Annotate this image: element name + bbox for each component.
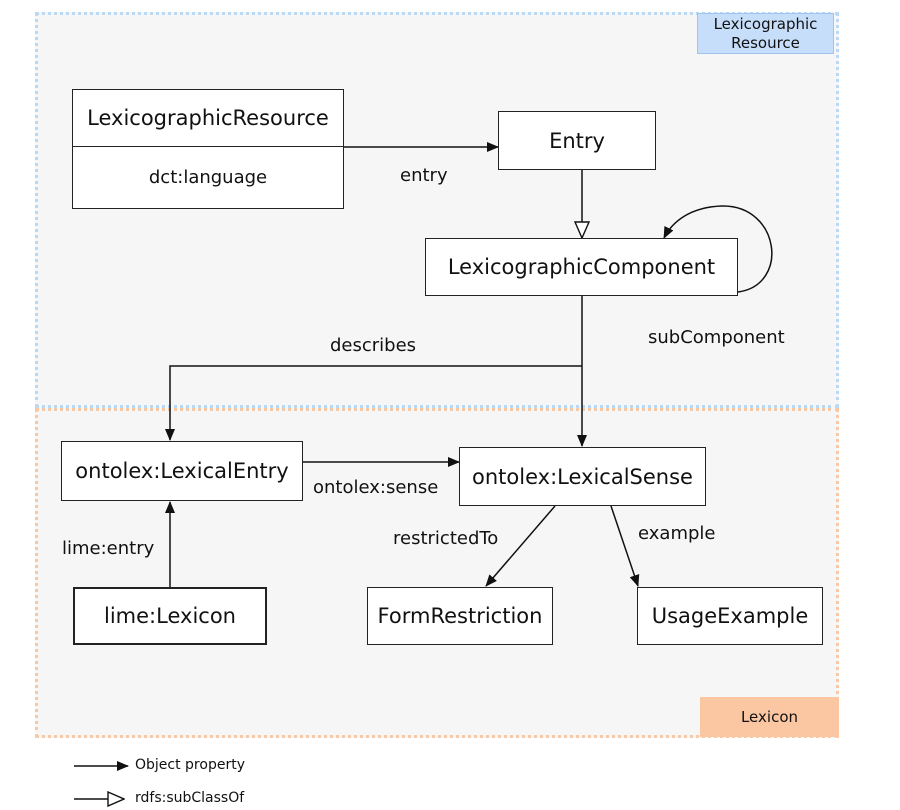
legend-object-property: Object property — [135, 757, 245, 773]
lexicon-class: lime:Lexicon — [73, 587, 267, 645]
entry-edge-label: entry — [400, 165, 448, 186]
lexicographic-resource-name: LexicographicResource — [73, 90, 343, 147]
form-restriction-label: FormRestriction — [377, 604, 543, 628]
usage-example-class: UsageExample — [637, 587, 823, 645]
lexical-sense-label: ontolex:LexicalSense — [472, 464, 693, 489]
lexicographic-resource-property: dct:language — [148, 167, 268, 188]
form-restriction-class: FormRestriction — [367, 587, 553, 645]
usage-example-label: UsageExample — [651, 604, 809, 628]
lexical-entry-class: ontolex:LexicalEntry — [61, 441, 303, 501]
lime-entry-edge-label: lime:entry — [62, 538, 155, 559]
sense-edge-label: ontolex:sense — [313, 477, 439, 498]
lexical-sense-class: ontolex:LexicalSense — [459, 447, 706, 506]
legend-subclass-of: rdfs:subClassOf — [135, 790, 245, 806]
lexicographic-resource-region-text: Lexicographic Resource — [713, 14, 818, 52]
lexicographic-resource-region — [35, 12, 839, 408]
lexicographic-component-label: LexicographicComponent — [447, 255, 716, 279]
lexicon-region-text: Lexicon — [740, 707, 799, 726]
lexical-entry-label: ontolex:LexicalEntry — [75, 459, 289, 483]
entry-class: Entry — [498, 111, 656, 170]
lexicographic-resource-class: LexicographicResource dct:language — [72, 89, 344, 209]
lexicographic-resource-region-label: Lexicographic Resource — [697, 13, 834, 54]
lexicon-class-label: lime:Lexicon — [104, 604, 236, 628]
example-edge-label: example — [638, 523, 716, 544]
lexicographic-component-class: LexicographicComponent — [425, 238, 738, 296]
entry-class-label: Entry — [549, 128, 605, 153]
subcomponent-edge-label: subComponent — [648, 327, 785, 348]
lexicon-region-label: Lexicon — [700, 697, 839, 737]
restricted-to-edge-label: restrictedTo — [393, 528, 499, 549]
describes-edge-label: describes — [330, 335, 417, 356]
